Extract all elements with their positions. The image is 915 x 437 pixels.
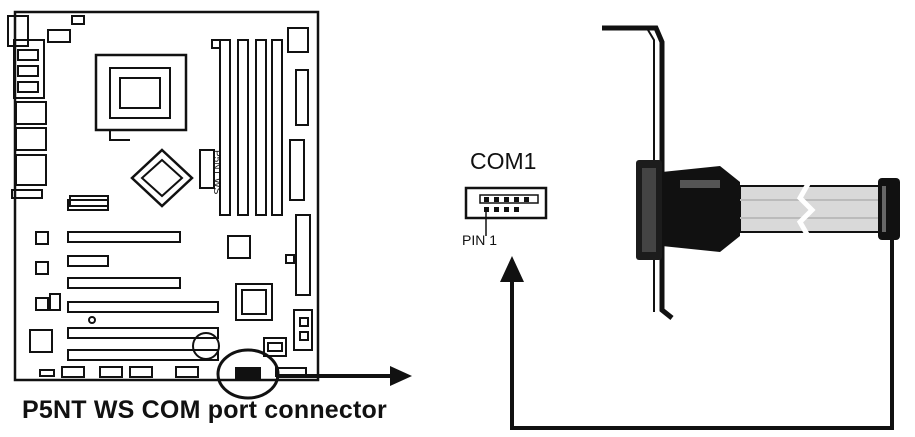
connection-arrow: [500, 240, 894, 430]
com-bracket: [602, 25, 900, 320]
board-label: P5NT WS: [211, 150, 222, 195]
diagram-caption: P5NT WS COM port connector: [22, 396, 387, 424]
motherboard: [7, 10, 320, 382]
com1-header-detail: [464, 186, 548, 236]
com1-label: COM1: [470, 148, 537, 174]
pin1-label: PIN 1: [462, 232, 498, 248]
pointer-arrow: [276, 366, 412, 386]
